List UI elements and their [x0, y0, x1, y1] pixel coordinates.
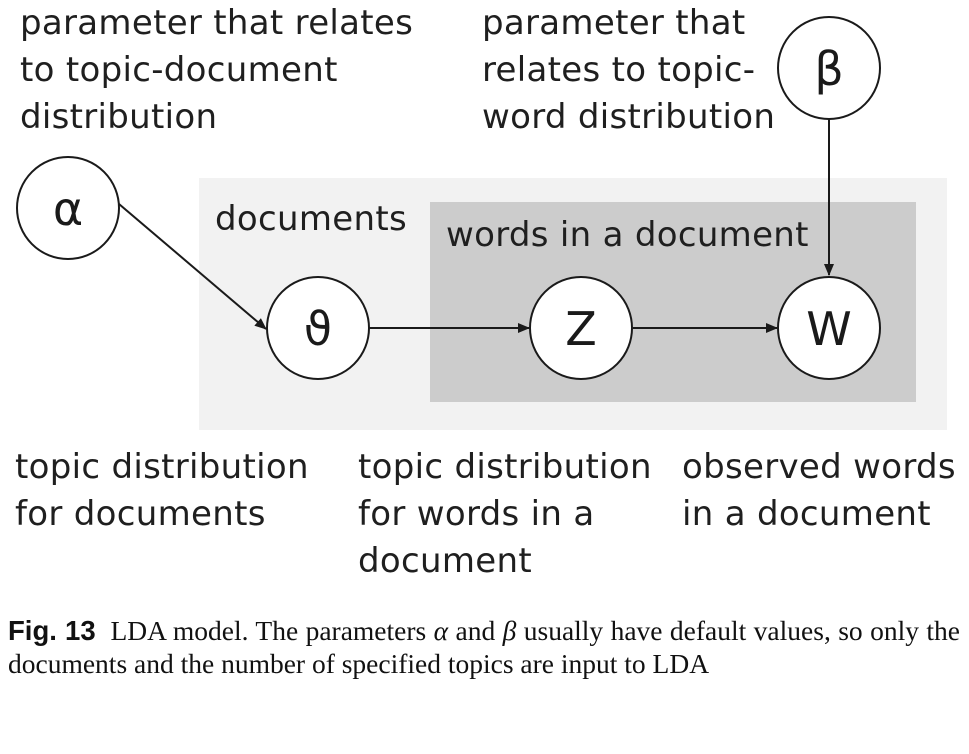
z-description: topic distribution for words in a docume… [358, 447, 652, 581]
documents-plate-label: documents [215, 199, 407, 239]
w-node: W [777, 276, 881, 380]
theta-node: ϑ [266, 276, 370, 380]
alpha-node-label: α [53, 182, 83, 236]
z-node: Z [529, 276, 633, 380]
lda-diagram: α β ϑ Z W [16, 16, 947, 430]
beta-node: β [777, 16, 881, 120]
caption-text-part1: LDA model. The parameters [110, 615, 434, 646]
caption-text-part2: and [448, 615, 503, 646]
beta-node-label: β [814, 42, 843, 96]
alpha-to-theta-arrow [118, 203, 267, 330]
alpha-node: α [16, 156, 120, 260]
alpha-param-label: parameter that relates to topic-document… [20, 3, 414, 137]
figure-number: Fig. 13 [8, 615, 96, 646]
caption-text-part3: usually have default values, so only the… [8, 615, 960, 679]
words-plate-label: words in a document [446, 215, 809, 255]
w-node-label: W [806, 302, 851, 356]
theta-description: topic distribution for documents [15, 447, 309, 534]
caption-alpha: α [433, 615, 449, 646]
w-description: observed words in a document [682, 447, 956, 534]
figure-caption: Fig. 13 LDA model. The parameters α and … [8, 614, 960, 680]
beta-param-label: parameter that relates to topic- word di… [482, 3, 776, 137]
z-node-label: Z [565, 302, 597, 356]
theta-node-label: ϑ [304, 302, 332, 356]
caption-beta: β [502, 615, 517, 646]
